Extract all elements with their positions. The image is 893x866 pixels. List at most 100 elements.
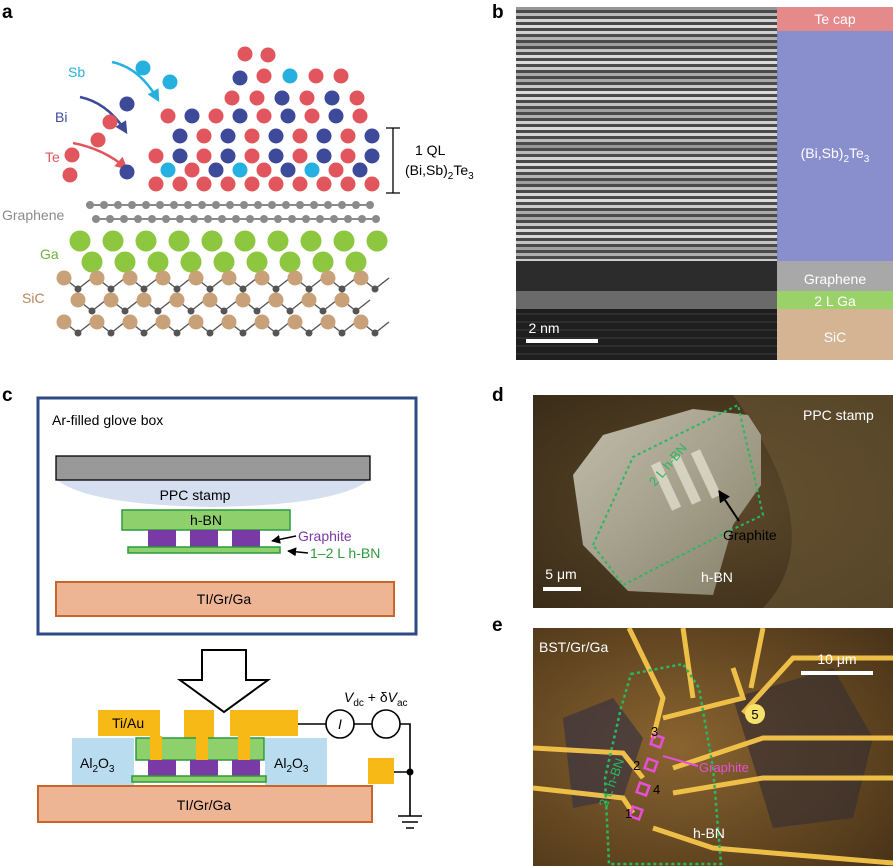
stem-atomic-row	[516, 97, 778, 100]
stem-atomic-row	[516, 241, 778, 244]
carbon-atom	[92, 215, 100, 223]
current-meter-label: I	[338, 716, 342, 732]
atom-bi	[232, 108, 248, 124]
si-atom	[155, 314, 171, 330]
stem-atomic-row	[516, 109, 778, 112]
atom-te	[328, 162, 344, 178]
glovebox-label: Ar-filled glove box	[52, 412, 163, 428]
carbon-atom	[240, 201, 248, 209]
substrate-top	[55, 581, 395, 617]
atom-te	[292, 128, 308, 144]
ga-atom	[312, 251, 334, 273]
atom-te	[256, 108, 272, 124]
thin-hbn	[127, 546, 281, 554]
contact-label-2: 2	[633, 758, 640, 773]
atom-bi	[208, 162, 224, 178]
si-atom	[287, 270, 303, 286]
stem-atomic-row	[516, 13, 778, 16]
ga-atom	[201, 230, 223, 252]
stem-atomic-row	[516, 85, 778, 88]
carbon-atom	[226, 201, 234, 209]
c-atom	[121, 307, 129, 315]
carbon-atom	[162, 215, 170, 223]
panel-c-schematic: Ar-filled glove box PPC stamp h-BN Graph…	[36, 396, 422, 829]
ga-atom	[69, 230, 91, 252]
atom-sb	[282, 68, 298, 84]
atom-bi	[232, 70, 248, 86]
si-atom	[254, 314, 270, 330]
stem-atomic-row	[516, 151, 778, 154]
carbon-atom	[218, 215, 226, 223]
atom-te	[64, 147, 80, 163]
ql-bracket	[386, 127, 400, 194]
atom-bi	[119, 96, 135, 112]
atom-bi	[364, 148, 380, 164]
ga-atom	[102, 230, 124, 252]
stem-sic-band	[516, 309, 778, 360]
carbon-atom	[134, 215, 142, 223]
ga-atom	[213, 251, 235, 273]
carbon-atom	[324, 201, 332, 209]
atom-bi	[172, 148, 188, 164]
c-atom	[173, 285, 181, 293]
scale-bar-label-d: 5 μm	[545, 566, 576, 582]
ga-atom	[135, 230, 157, 252]
stem-atomic-row	[516, 259, 778, 262]
stem-atomic-row	[516, 25, 778, 28]
graphite-device-2	[190, 760, 218, 776]
label-bst: (Bi,Sb)2Te3	[801, 145, 870, 165]
stem-atomic-row	[516, 115, 778, 118]
voltage-label: Vdc + δVac	[344, 689, 408, 709]
atom-bi	[324, 90, 340, 106]
stem-atomic-row	[516, 67, 778, 70]
thin-hbn-region-e	[603, 662, 723, 866]
panel-b-stem-image: Te cap (Bi,Sb)2Te3 Graphene 2 L Ga SiC 2…	[516, 7, 893, 360]
carbon-atom	[184, 201, 192, 209]
label-sic-b: SiC	[824, 329, 847, 345]
carbon-atom	[190, 215, 198, 223]
hbn-label: h-BN	[190, 512, 222, 528]
si-atom	[202, 292, 218, 308]
stem-atomic-row	[516, 73, 778, 76]
atom-sb	[232, 162, 248, 178]
oxide-label-left: Al2O3	[80, 755, 115, 775]
ppc-label-d-1: PPC stamp	[803, 407, 874, 423]
ga-atom	[168, 230, 190, 252]
c-atom	[371, 329, 379, 337]
graphite-label-e: Graphite	[699, 760, 749, 775]
thin-hbn-device	[131, 775, 267, 783]
panel-label-e: e	[492, 615, 503, 636]
contacts-label: Ti/Au	[112, 715, 144, 731]
atom-te	[299, 90, 315, 106]
si-atom	[89, 270, 105, 286]
c-atom	[272, 285, 280, 293]
contact-label-1: 1	[625, 806, 632, 821]
c-atom	[305, 329, 313, 337]
carbon-atom	[296, 201, 304, 209]
graphite-strips-d	[650, 449, 722, 511]
panel-label-b: b	[492, 2, 504, 23]
graphite-device-1	[148, 760, 176, 776]
panel-d-micrograph: 2 L h-BN Graphite h-BN PPC stamp 5 μm	[533, 395, 893, 608]
carbon-atom	[366, 201, 374, 209]
atom-te	[268, 176, 284, 192]
scale-bar-d	[543, 587, 581, 591]
atom-te	[260, 47, 276, 63]
carbon-atom	[282, 201, 290, 209]
atom-te	[304, 108, 320, 124]
atom-bi	[280, 108, 296, 124]
stem-atomic-row	[516, 31, 778, 34]
stem-sic-row	[516, 321, 778, 323]
circuit-node	[406, 768, 414, 776]
atom-sb	[162, 74, 178, 90]
stem-atomic-row	[516, 169, 778, 172]
contact-post-1	[150, 736, 162, 760]
down-arrow	[176, 649, 272, 714]
si-atom	[287, 314, 303, 330]
gold-leads-e	[533, 628, 893, 866]
si-atom	[188, 314, 204, 330]
carbon-atom	[288, 215, 296, 223]
c-atom	[305, 285, 313, 293]
label-ga: Ga	[40, 246, 59, 262]
c-atom	[206, 329, 214, 337]
